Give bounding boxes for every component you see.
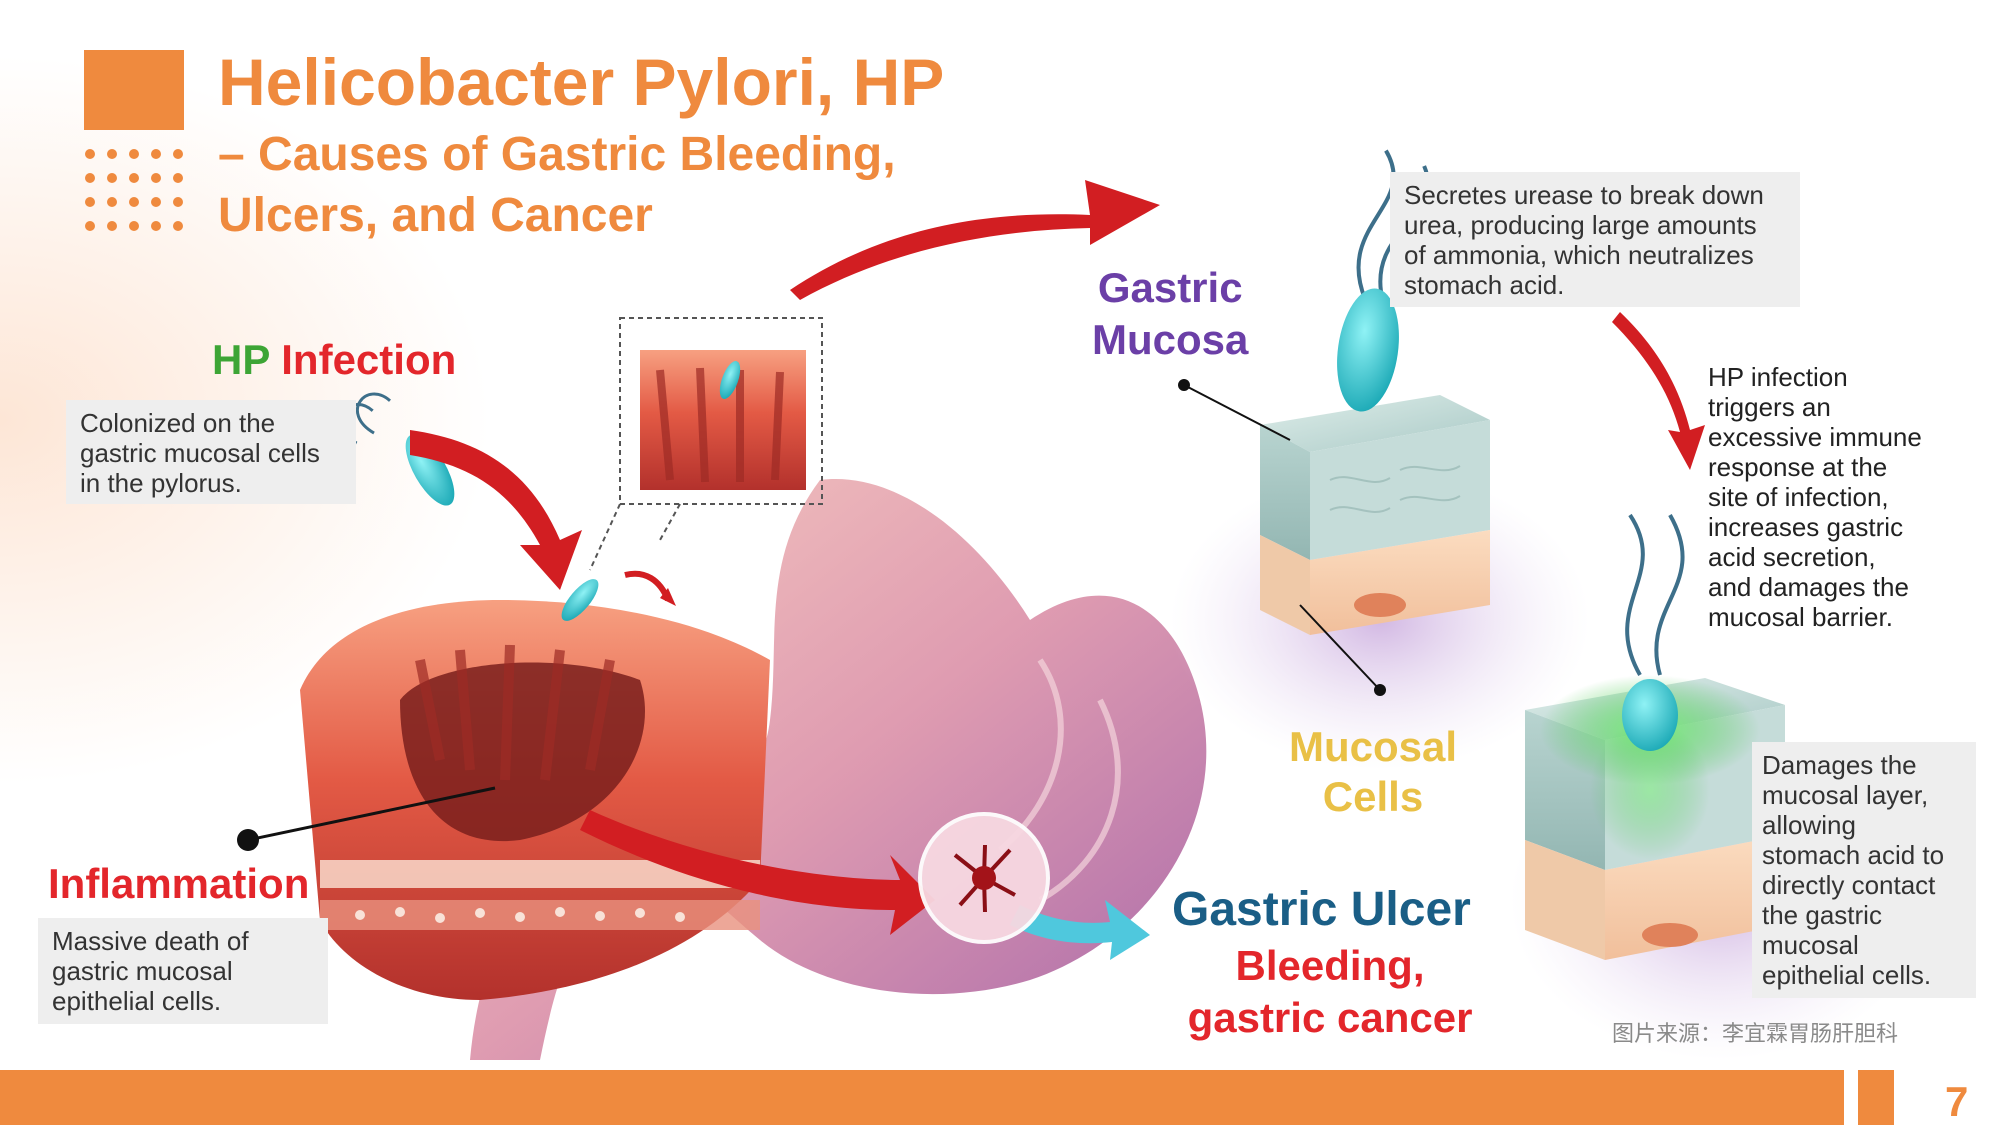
text-line: response at the bbox=[1708, 452, 1888, 482]
hp-label: HP bbox=[212, 336, 270, 383]
caption-line: of ammonia, which neutralizes bbox=[1404, 240, 1754, 270]
ulcer-outcomes: Bleeding, gastric cancer bbox=[1180, 940, 1480, 1044]
page-number: 7 bbox=[1945, 1078, 1969, 1125]
caption-line: gastric mucosal cells bbox=[80, 438, 320, 468]
arrow-to-ulcer bbox=[580, 810, 935, 935]
text-line: increases gastric bbox=[1708, 512, 1904, 542]
gastric-ulcer-heading: Gastric Ulcer bbox=[1172, 883, 1471, 936]
hp-infection-heading: HP Infection bbox=[212, 336, 456, 384]
caption-line: Massive death of bbox=[52, 926, 249, 956]
subtitle-line: Ulcers, and Cancer bbox=[218, 189, 653, 242]
inflammation-heading: Inflammation bbox=[48, 860, 310, 907]
caption-line: in the pylorus. bbox=[80, 468, 242, 498]
heading-line: Bleeding, bbox=[1235, 942, 1425, 989]
caption-line: urea, producing large amounts bbox=[1404, 210, 1757, 240]
hp-infection-caption: Colonized on the gastric mucosal cells i… bbox=[66, 400, 356, 504]
text-line: mucosal barrier. bbox=[1708, 602, 1893, 632]
heading-line: Mucosal bbox=[1288, 723, 1458, 770]
caption-line: mucosal bbox=[1762, 930, 1859, 960]
mucosa-pointer-dot bbox=[1178, 379, 1190, 391]
stomach-fold bbox=[1038, 698, 1121, 903]
caption-line: stomach acid to bbox=[1762, 840, 1945, 870]
caption-line: epithelial cells. bbox=[52, 986, 222, 1016]
text-line: and damages the bbox=[1708, 572, 1909, 602]
mucosal-cells-heading: Mucosal Cells bbox=[1288, 722, 1458, 822]
bacterium-hp-damaging bbox=[1622, 513, 1685, 751]
bacterium-hp bbox=[561, 579, 599, 621]
text-line: HP infection bbox=[1708, 362, 1848, 392]
logo-square bbox=[84, 50, 184, 130]
inflammation-caption: Massive death of gastric mucosal epithel… bbox=[38, 918, 328, 1024]
caption-line: stomach acid. bbox=[1404, 270, 1565, 300]
arrow-small bbox=[624, 570, 671, 602]
bacterium-hp bbox=[719, 361, 741, 399]
heading-line: Gastric bbox=[1097, 264, 1243, 311]
arrow-to-immune bbox=[1612, 312, 1705, 470]
text-line: excessive immune bbox=[1708, 422, 1922, 452]
gastric-mucosa-heading: Gastric Mucosa bbox=[1092, 262, 1248, 366]
caption-line: Secretes urease to break down bbox=[1404, 180, 1764, 210]
footer-bar bbox=[0, 1070, 1844, 1125]
heading-line: Mucosa bbox=[1092, 316, 1249, 363]
caption-line: epithelial cells. bbox=[1762, 960, 1932, 990]
caption-line: mucosal layer, bbox=[1762, 780, 1929, 810]
arrow-cyan bbox=[1010, 900, 1150, 960]
caption-line: the gastric bbox=[1762, 900, 1882, 930]
zoom-inset-frame bbox=[619, 317, 823, 505]
tissue-layer bbox=[320, 900, 760, 930]
caption-line: Colonized on the bbox=[80, 408, 276, 438]
caption-line: Damages the bbox=[1762, 750, 1917, 780]
text-line: triggers an bbox=[1708, 392, 1831, 422]
inflammation-pointer-dot bbox=[237, 829, 259, 851]
damage-caption: Damages the mucosal layer, allowing stom… bbox=[1752, 742, 1976, 998]
slide-title: Helicobacter Pylori, HP bbox=[218, 45, 945, 119]
arrow-to-tissue bbox=[410, 430, 582, 590]
cells-pointer-dot bbox=[1374, 684, 1386, 696]
caption-line: directly contact bbox=[1762, 870, 1936, 900]
heading-line: Cells bbox=[1322, 773, 1424, 820]
slide-subtitle: – Causes of Gastric Bleeding, Ulcers, an… bbox=[218, 124, 896, 246]
caption-line: allowing bbox=[1762, 810, 1856, 840]
caption-line: gastric mucosal bbox=[52, 956, 233, 986]
immune-response-text: HP infection triggers an excessive immun… bbox=[1708, 362, 1978, 632]
damaged-cube bbox=[1525, 675, 1785, 960]
heading-line: gastric cancer bbox=[1187, 994, 1473, 1041]
image-credit: 图片来源：李宜霖胃肠肝胆科 bbox=[1612, 1021, 1899, 1046]
subtitle-line: – Causes of Gastric Bleeding, bbox=[218, 128, 896, 181]
text-line: site of infection, bbox=[1708, 482, 1889, 512]
dot-grid-decoration bbox=[85, 149, 183, 231]
footer-accent bbox=[1858, 1070, 1894, 1125]
text-line: acid secretion, bbox=[1708, 542, 1876, 572]
mucosa-cube bbox=[1260, 395, 1490, 635]
infection-label: Infection bbox=[281, 336, 457, 383]
urease-caption: Secretes urease to break down urea, prod… bbox=[1390, 172, 1800, 307]
